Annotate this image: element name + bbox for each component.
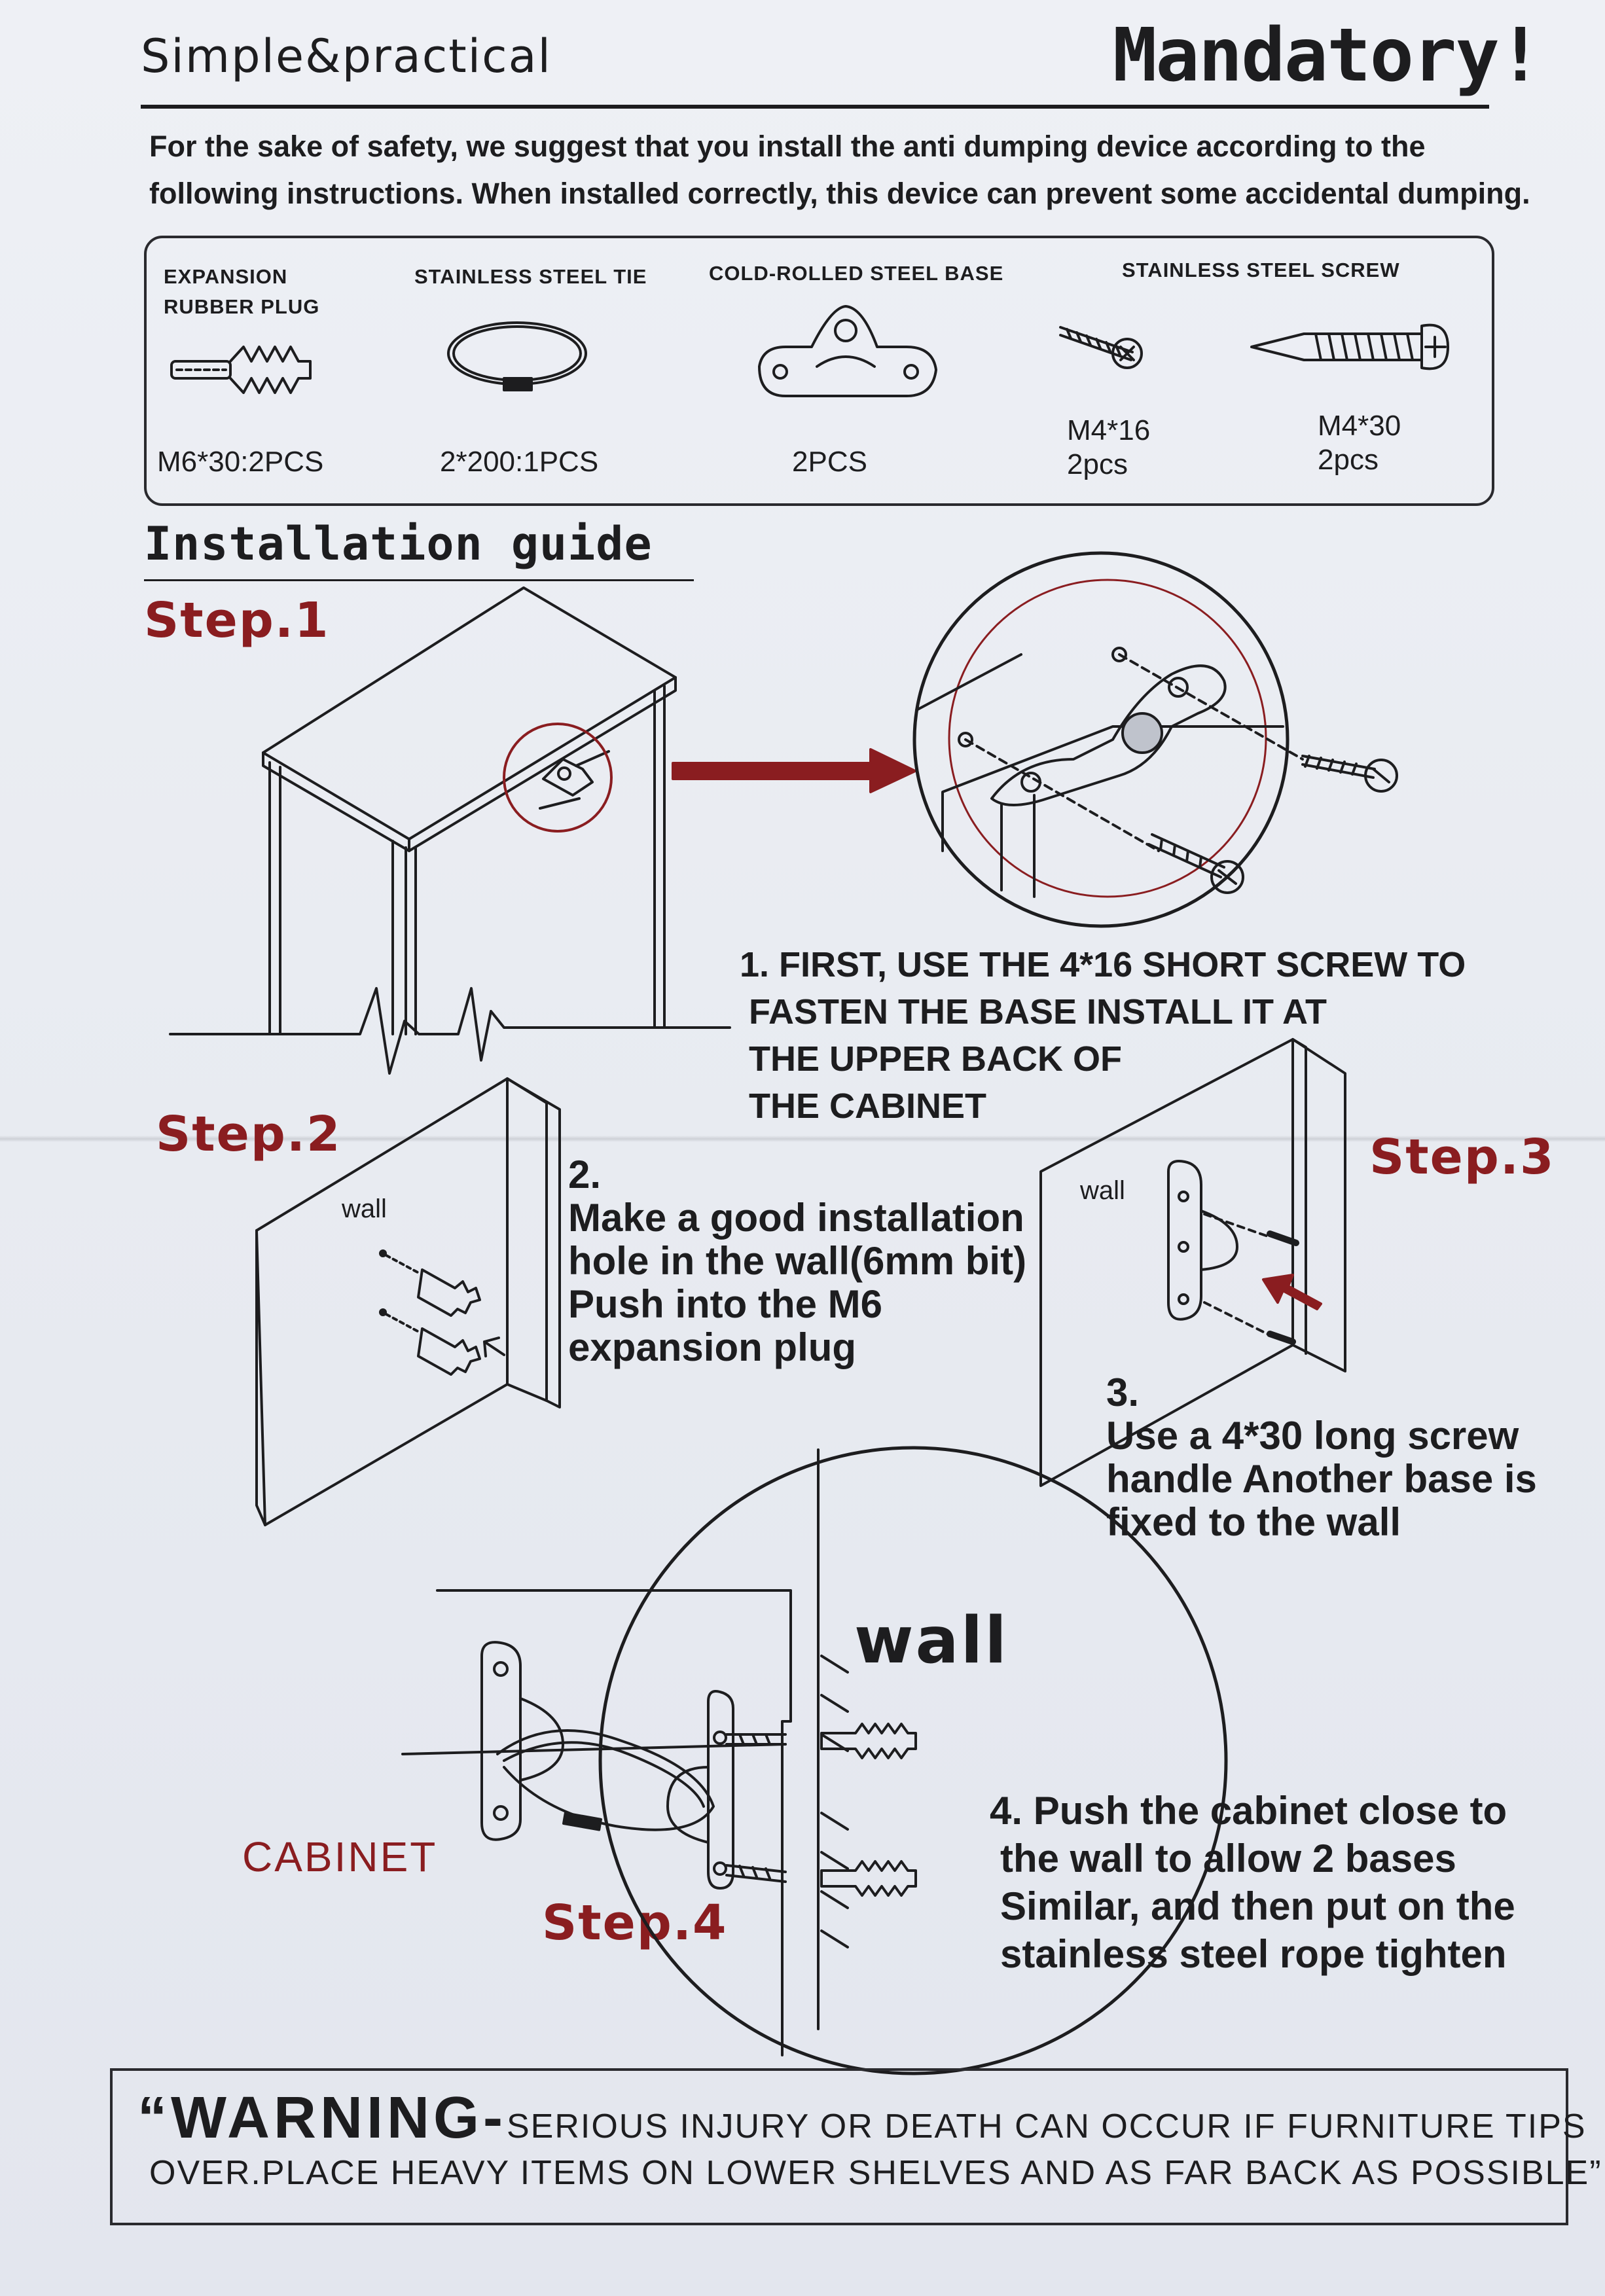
intro-paragraph: For the sake of safety, we suggest that … <box>149 123 1530 217</box>
installation-guide-title: Installation guide <box>144 517 653 571</box>
warning-line-1-rest: SERIOUS INJURY OR DEATH CAN OCCUR IF FUR… <box>506 2108 1587 2145</box>
step-4-cabinet-label: CABINET <box>242 1833 438 1880</box>
header-divider <box>141 105 1489 109</box>
warning-line-1: “WARNING-SERIOUS INJURY OR DEATH CAN OCC… <box>137 2085 1587 2152</box>
step-4-zoom-circle <box>598 1446 1228 2075</box>
part-qty-screw-m4-16: M4*16 2pcs <box>1067 414 1151 480</box>
step-1-zoom-arrow <box>672 748 916 793</box>
step-2-label: Step.2 <box>156 1106 342 1162</box>
step-1-instructions: 1. FIRST, USE THE 4*16 SHORT SCREW TO FA… <box>740 945 1466 1126</box>
step-1-highlight-circle <box>503 723 613 833</box>
warning-headline: WARNING- <box>171 2085 507 2151</box>
step-3-direction-arrow <box>1262 1274 1322 1310</box>
brand-tagline: Simple&practical <box>141 29 552 83</box>
installation-guide-underline <box>144 579 694 581</box>
step-1-cabinet-illustration <box>169 586 731 1075</box>
mandatory-title: Mandatory! <box>1113 13 1542 98</box>
part-label-expansion-plug: EXPANSION RUBBER PLUG <box>164 265 320 318</box>
part-qty-screw-m4-30: M4*30 2pcs <box>1318 410 1401 476</box>
intro-line-1: For the sake of safety, we suggest that … <box>149 130 1426 163</box>
short-screw-icon <box>1059 326 1143 369</box>
step-1-zoom-bracket-detail <box>915 647 1398 898</box>
part-label-steel-screw: STAINLESS STEEL SCREW <box>1122 259 1400 281</box>
part-qty-steel-base: 2PCS <box>792 446 867 478</box>
warning-line-2: OVER.PLACE HEAVY ITEMS ON LOWER SHELVES … <box>149 2154 1602 2192</box>
step-2-wall-label: wall <box>342 1194 387 1223</box>
step-3-wall-label: wall <box>1080 1176 1125 1205</box>
intro-line-2: following instructions. When installed c… <box>149 177 1530 210</box>
warning-open-quote: “ <box>137 2085 171 2151</box>
step-4-instructions: 4. Push the cabinet close to the wall to… <box>990 1789 1515 1976</box>
paper-fold-crease <box>0 1136 1605 1142</box>
long-screw-icon <box>1250 323 1449 370</box>
step-1-zoom-circle <box>912 551 1289 928</box>
part-label-steel-base: COLD-ROLLED STEEL BASE <box>709 262 1004 285</box>
part-qty-expansion-plug: M6*30:2PCS <box>157 446 324 478</box>
step-1-zoom-inner-circle <box>948 579 1267 898</box>
part-label-steel-tie: STAINLESS STEEL TIE <box>414 265 647 288</box>
warning-box <box>110 2068 1568 2225</box>
step-3-label: Step.3 <box>1369 1129 1555 1185</box>
steel-base-icon <box>758 305 937 397</box>
steel-tie-icon <box>447 321 587 391</box>
expansion-plug-icon <box>170 346 312 394</box>
part-qty-steel-tie: 2*200:1PCS <box>440 446 599 478</box>
step-3-instructions: 3. Use a 4*30 long screw handle Another … <box>1106 1371 1537 1544</box>
step-4-assembly-detail <box>401 1448 917 2056</box>
step-1-label: Step.1 <box>144 592 330 649</box>
step-2-wall-illustration <box>255 1077 561 1526</box>
step-3-wall-illustration <box>1039 1038 1346 1487</box>
parts-list-box <box>144 236 1494 506</box>
step-2-instructions: 2. Make a good installation hole in the … <box>568 1153 1027 1369</box>
step-4-wall-label: wall <box>854 1604 1009 1678</box>
